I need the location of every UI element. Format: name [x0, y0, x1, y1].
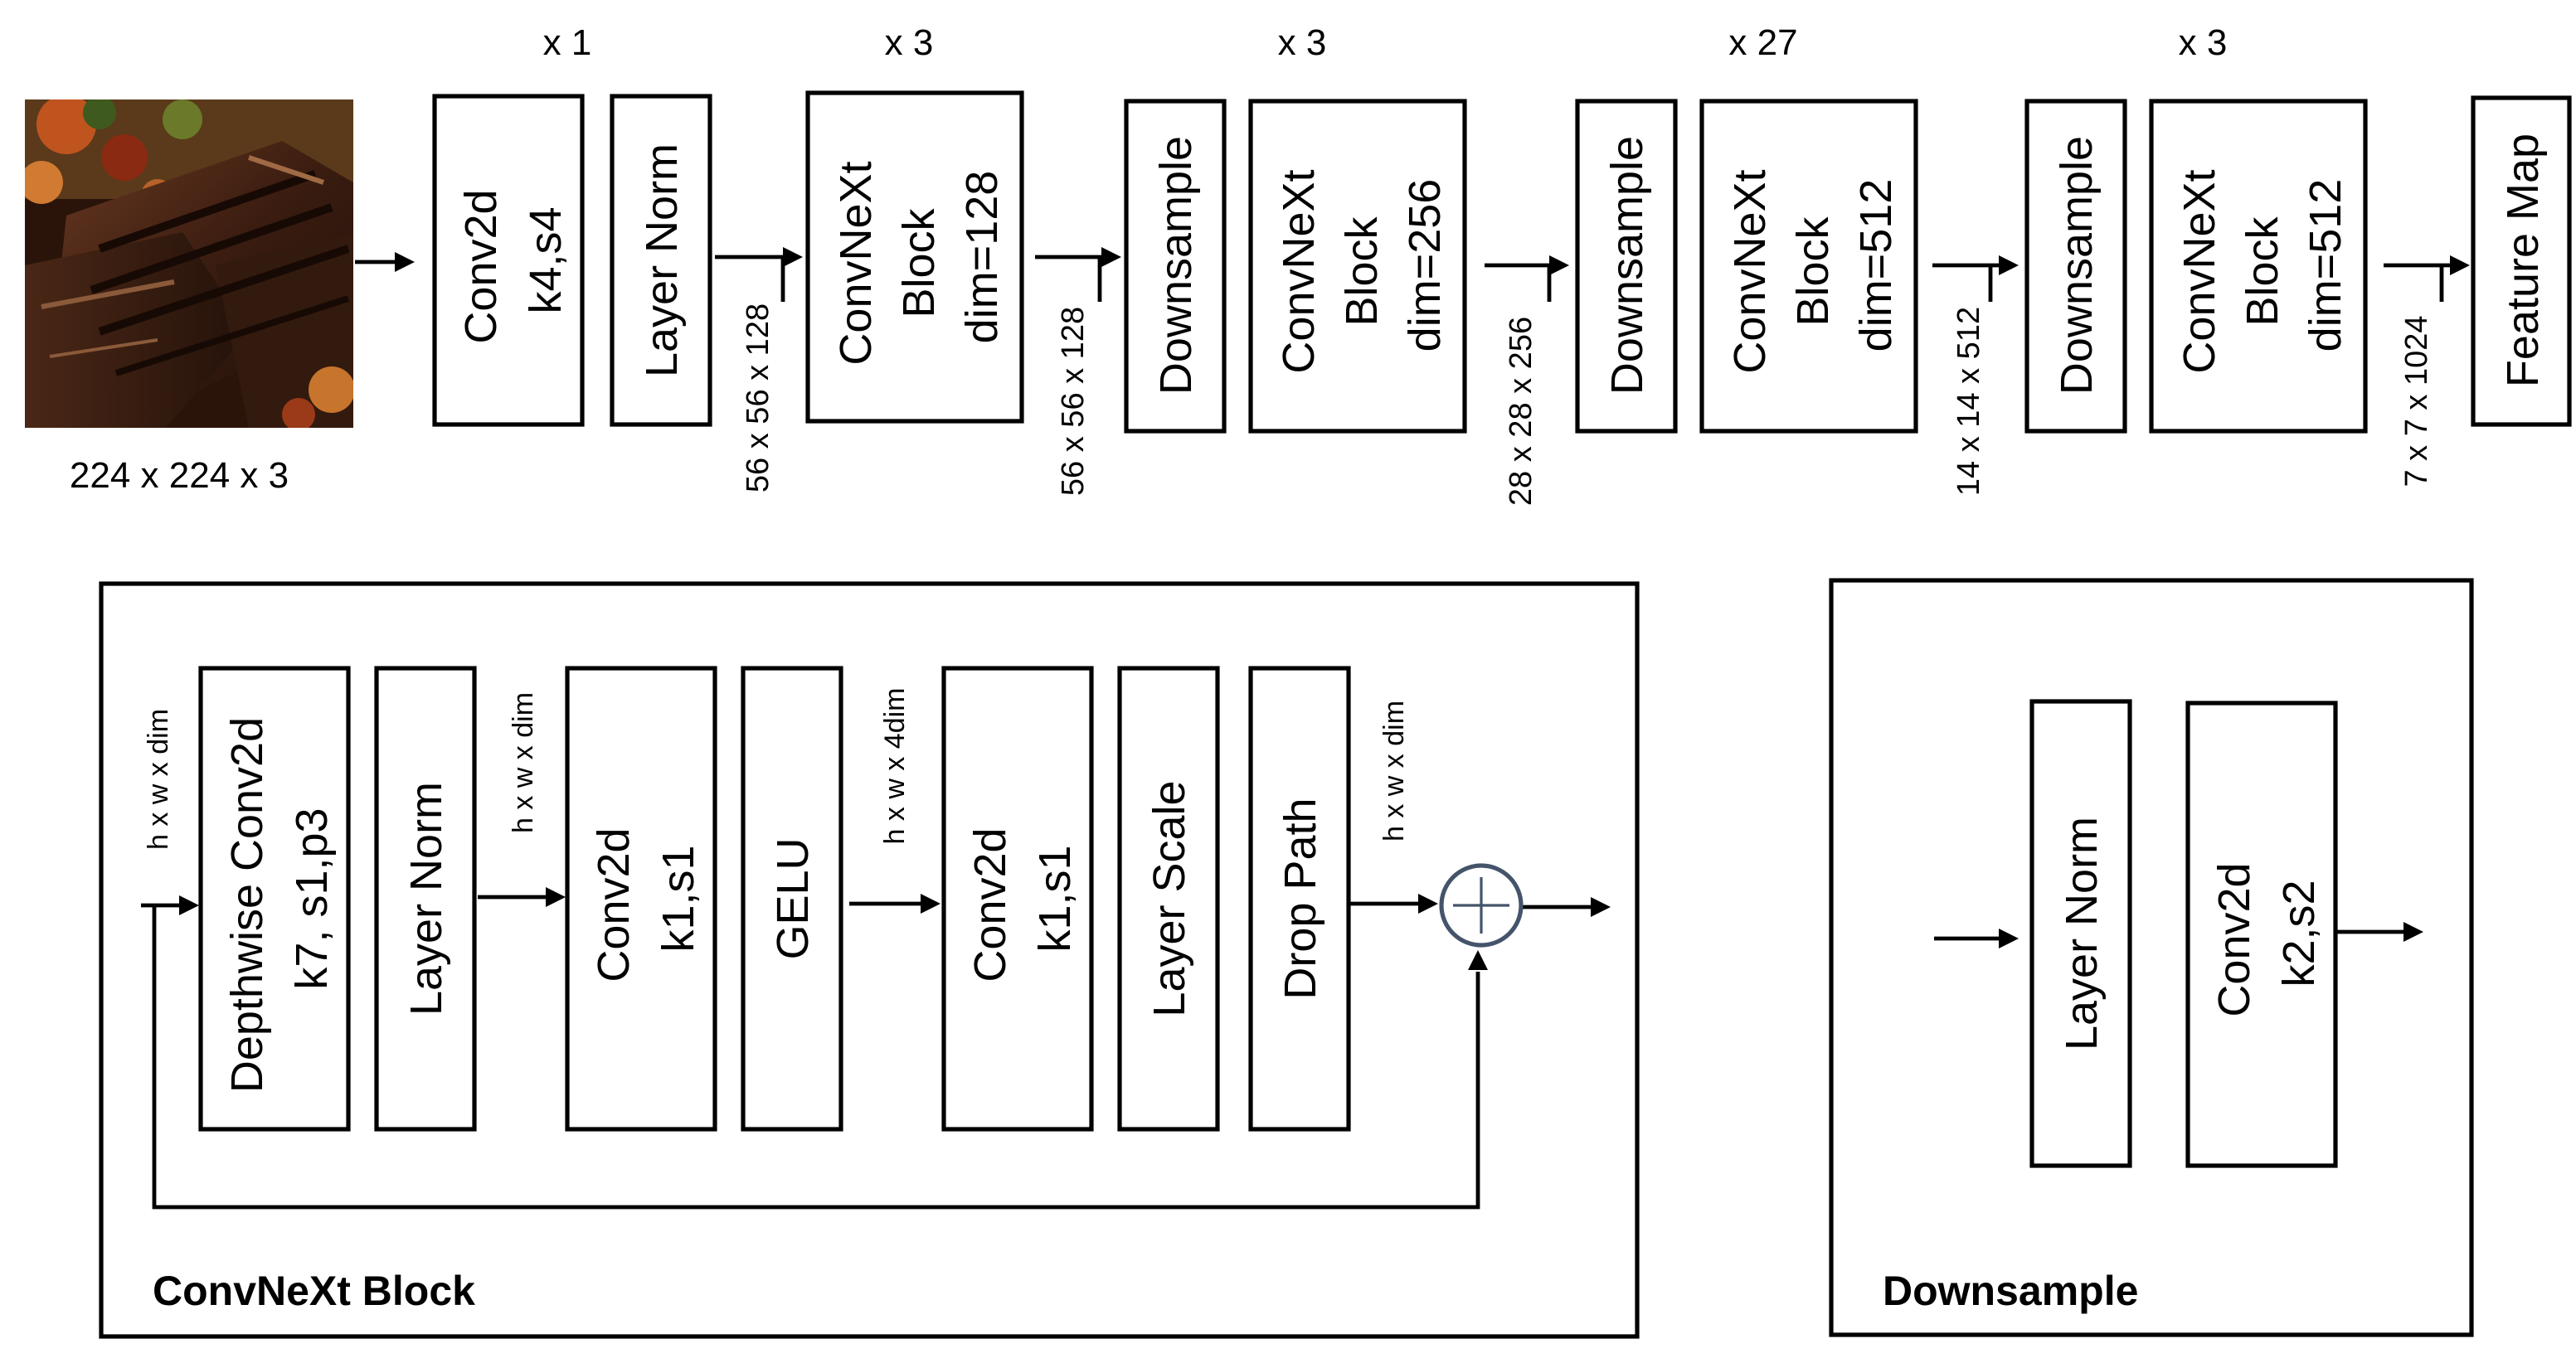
downsample2-box: Downsample [1575, 99, 1678, 434]
pwconv1-line1: Conv2d [589, 827, 639, 982]
downsample-title: Downsample [1883, 1268, 2138, 1314]
dim-label-stage4: 7 x 7 x 1024 [2399, 315, 2434, 487]
downsample3-label: Downsample [2052, 136, 2102, 395]
stage4-multiplier: x 3 [2179, 22, 2228, 63]
svg-text:Layer Scale: Layer Scale [1145, 780, 1194, 1016]
stage2-line1: ConvNeXt [1274, 169, 1324, 373]
svg-text:Layer Norm: Layer Norm [2057, 817, 2107, 1050]
block-dim-label-in: h x w x dim [143, 709, 174, 850]
svg-text:Drop Path: Drop Path [1276, 798, 1325, 999]
svg-text:Depthwise Conv2d k7, s1,: Depthwise Conv2d k7, s1,p3 [222, 705, 337, 1093]
dim-label-stage1: 56 x 56 x 128 [1056, 307, 1091, 496]
convnext-block-panel [99, 581, 1640, 1339]
stem-norm-box: Layer Norm [610, 94, 712, 427]
pwconv1-box: Conv2d k1,s1 [565, 666, 717, 1132]
stem-conv-box: Conv2d k4,s4 [432, 94, 585, 427]
layer-scale-box: Layer Scale [1117, 666, 1220, 1132]
ds-conv-line2: k2,s2 [2274, 880, 2324, 987]
stage4-line3: dim=512 [2301, 179, 2350, 352]
stage3-line1: ConvNeXt [1725, 169, 1775, 373]
downsample3-box: Downsample [2024, 99, 2127, 434]
add-icon [1439, 863, 1524, 948]
block-dim-label-norm: h x w x dim [508, 692, 539, 833]
gelu-box: GELU [741, 666, 843, 1132]
ds-conv-line1: Conv2d [2209, 862, 2259, 1016]
svg-text:Feature Map: Feature Map [2498, 133, 2548, 387]
stage4-line2: Block [2238, 216, 2287, 326]
stage2-multiplier: x 3 [1278, 22, 1327, 63]
ds-conv-box: Conv2d k2,s2 [2185, 701, 2338, 1168]
downsample1-label: Downsample [1151, 136, 1201, 395]
stage3-block-box: ConvNeXt Block dim=512 [1699, 99, 1918, 434]
stage1-multiplier: x 3 [885, 22, 934, 63]
svg-text:ConvNeXt Block dim: ConvNeXt Block dim=512 [2175, 157, 2350, 373]
pwconv2-box: Conv2d k1,s1 [941, 666, 1094, 1132]
dwconv-box: Depthwise Conv2d k7, s1,p3 [198, 666, 351, 1132]
block-norm-label: Layer Norm [401, 782, 451, 1016]
layer-scale-label: Layer Scale [1145, 780, 1194, 1016]
svg-text:Downsample: Downsample [1602, 136, 1652, 395]
ds-norm-label: Layer Norm [2057, 817, 2107, 1050]
feature-map-label: Feature Map [2498, 133, 2548, 387]
dwconv-line1: Depthwise Conv2d [222, 717, 272, 1093]
svg-text:Downsample: Downsample [2052, 136, 2102, 395]
stem-multiplier: x 1 [543, 22, 592, 63]
svg-text:ConvNeXt Block dim: ConvNeXt Block dim=128 [831, 148, 1007, 365]
stem-conv-line2: k4,s4 [521, 206, 571, 313]
pwconv2-line1: Conv2d [965, 827, 1015, 982]
stage2-line3: dim=256 [1400, 179, 1450, 352]
downsample-panel [1829, 578, 2474, 1337]
stage2-block-box: ConvNeXt Block dim=256 [1248, 99, 1467, 434]
stage3-multiplier: x 27 [1728, 22, 1797, 63]
block-norm-box: Layer Norm [374, 666, 477, 1132]
stage3-line2: Block [1788, 216, 1838, 326]
svg-text:Downsample: Downsample [1151, 136, 1201, 395]
stage3-line3: dim=512 [1851, 179, 1901, 352]
stage2-line2: Block [1337, 216, 1387, 326]
dim-label-stem: 56 x 56 x 128 [741, 303, 775, 492]
svg-text:Conv2d k2,s2: Conv2d k2,s2 [2209, 850, 2324, 1016]
stem-conv-line1: Conv2d [456, 189, 506, 343]
convnext-block-title: ConvNeXt Block [153, 1268, 475, 1314]
svg-text:ConvNeXt Block dim: ConvNeXt Block dim=256 [1274, 157, 1450, 373]
svg-text:Conv2d k1,s1: Conv2d k1,s1 [589, 815, 703, 982]
skip-connection-line [152, 905, 1480, 1210]
dim-label-stage3: 14 x 14 x 512 [1951, 307, 1986, 496]
stage1-line2: Block [894, 207, 944, 318]
dwconv-line2: k7, s1,p3 [287, 808, 337, 989]
stage1-block-box: ConvNeXt Block dim=128 [805, 90, 1024, 424]
pwconv1-line2: k1,s1 [654, 845, 703, 952]
svg-text:ConvNeXt Block dim: ConvNeXt Block dim=512 [1725, 157, 1901, 373]
stage4-block-box: ConvNeXt Block dim=512 [2149, 99, 2368, 434]
ds-norm-box: Layer Norm [2029, 699, 2132, 1168]
dim-label-stage2: 28 x 28 x 256 [1504, 317, 1538, 506]
svg-text:Conv2d k4,s4: Conv2d k4,s4 [456, 177, 571, 343]
stage1-line1: ConvNeXt [831, 161, 881, 365]
downsample1-box: Downsample [1124, 99, 1227, 434]
input-image [25, 99, 353, 428]
svg-text:Conv2d k1,s1: Conv2d k1,s1 [965, 815, 1080, 982]
gelu-label: GELU [768, 837, 818, 959]
drop-path-label: Drop Path [1276, 798, 1325, 999]
svg-text:Layer Norm: Layer Norm [401, 782, 451, 1016]
downsample2-label: Downsample [1602, 136, 1652, 395]
stage4-line1: ConvNeXt [2175, 169, 2224, 373]
block-dim-label-gelu: h x w x 4dim [879, 688, 911, 845]
input-size-label: 224 x 224 x 3 [70, 455, 289, 496]
drop-path-box: Drop Path [1248, 666, 1351, 1132]
svg-text:GELU: GELU [768, 837, 818, 959]
stem-norm-label: Layer Norm [637, 143, 687, 377]
svg-text:Layer Norm: Layer Norm [637, 143, 687, 377]
feature-map-box: Feature Map [2471, 95, 2572, 427]
stage1-line3: dim=128 [957, 171, 1007, 344]
block-dim-label-out: h x w x dim [1378, 701, 1410, 842]
pwconv2-line2: k1,s1 [1030, 845, 1080, 952]
